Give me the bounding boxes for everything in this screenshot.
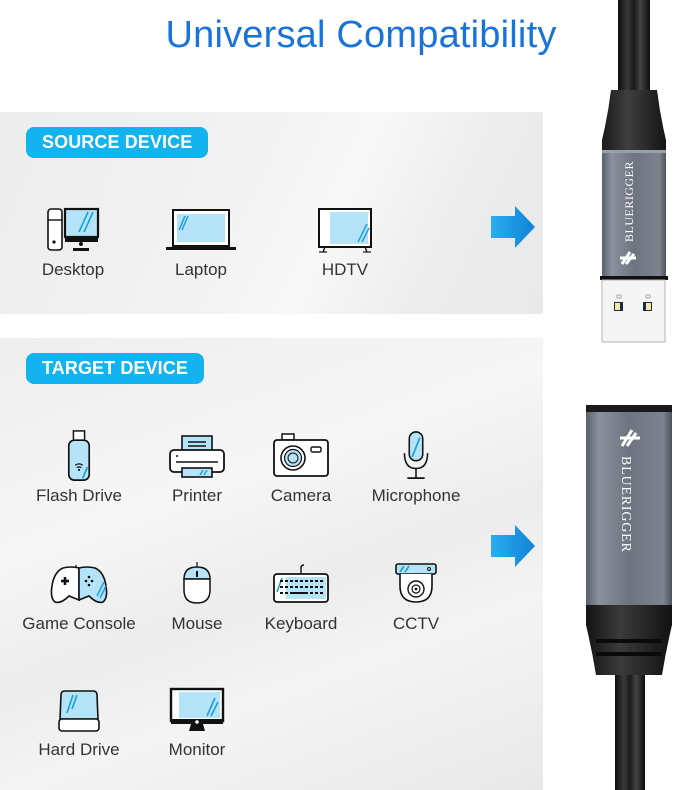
microphone-icon [403, 431, 429, 480]
device-label: Monitor [168, 740, 226, 759]
desktop-icon [47, 207, 100, 251]
cctv-icon [395, 563, 437, 603]
printer-icon [169, 435, 225, 478]
keyboard-icon [273, 564, 329, 603]
device-microphone: Microphone [356, 430, 476, 506]
brand-logo-text: BLUERIGGER [618, 456, 633, 553]
device-laptop: Laptop [141, 204, 261, 280]
device-label: Laptop [175, 260, 227, 279]
device-label: Keyboard [264, 614, 338, 633]
camera-icon [273, 433, 329, 477]
monitor-icon [169, 687, 225, 731]
tv-icon [318, 208, 372, 253]
device-label: CCTV [392, 614, 440, 633]
usb-female-connector: BLUERIGGER [586, 405, 672, 790]
arrow-right-icon [491, 206, 535, 248]
device-label: Camera [270, 486, 332, 505]
source-device-panel: SOURCE DEVICE Desktop Laptop [0, 112, 543, 314]
device-keyboard: Keyboard [241, 558, 361, 634]
brand-logo-icon [620, 251, 636, 265]
device-hdtv: HDTV [285, 204, 405, 280]
target-device-badge: TARGET DEVICE [26, 353, 204, 384]
page-title: Universal Compatibility [165, 14, 557, 56]
device-printer: Printer [137, 430, 257, 506]
device-label: HDTV [321, 260, 369, 279]
device-label: Desktop [41, 260, 105, 279]
laptop-icon [166, 209, 236, 250]
device-label: Printer [171, 486, 223, 505]
device-camera: Camera [241, 430, 361, 506]
mouse-icon [183, 562, 211, 604]
device-label: Mouse [171, 614, 223, 633]
device-hard-drive: Hard Drive [19, 684, 139, 760]
flash-drive-icon [67, 430, 91, 481]
device-monitor: Monitor [137, 684, 257, 760]
usb-male-connector: BLUERIGGER [600, 0, 668, 343]
device-label: Game Console [22, 614, 136, 633]
device-desktop: Desktop [13, 204, 133, 280]
gamepad-icon [50, 565, 108, 604]
device-mouse: Mouse [137, 558, 257, 634]
device-cctv: CCTV [356, 558, 476, 634]
device-label: Microphone [371, 486, 461, 505]
device-label: Hard Drive [38, 740, 120, 759]
brand-logo-icon [620, 429, 640, 447]
device-game-console: Game Console [19, 558, 139, 634]
arrow-right-icon [491, 525, 535, 567]
target-device-panel: TARGET DEVICE Flash Drive Printer [0, 338, 543, 790]
source-device-badge: SOURCE DEVICE [26, 127, 209, 158]
brand-logo-text: BLUERIGGER [622, 161, 636, 242]
hard-drive-icon [58, 690, 100, 732]
device-label: Flash Drive [36, 486, 122, 505]
device-flash-drive: Flash Drive [19, 430, 139, 506]
